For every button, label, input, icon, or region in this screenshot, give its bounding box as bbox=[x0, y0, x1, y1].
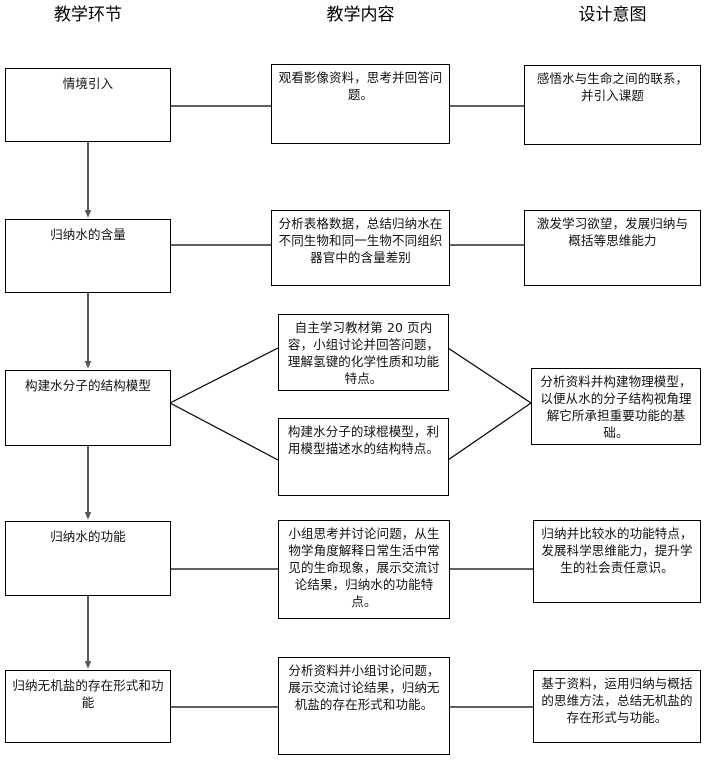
content-box-4-label: 构建水分子的球棍模型，利用模型描述水的结构特点。 bbox=[287, 424, 440, 456]
column-header-stage: 教学环节 bbox=[5, 5, 171, 25]
intent-box-4[interactable]: 归纳并比较水的功能特点，发展科学思维能力，提升学生的社会责任意识。 bbox=[533, 520, 701, 603]
stage-box-1-label: 情境引入 bbox=[62, 76, 114, 91]
content-box-2-label: 分析表格数据，总结归纳水在不同生物和同一生物不同组织器官中的含量差别 bbox=[278, 216, 443, 265]
intent-box-1-label: 感悟水与生命之间的联系，并引入课题 bbox=[536, 71, 689, 103]
column-header-content: 教学内容 bbox=[271, 5, 450, 25]
content-box-6[interactable]: 分析资料并小组讨论问题，展示交流讨论结果，归纳无机盐的存在形式和功能。 bbox=[278, 657, 450, 755]
intent-box-2-label: 激发学习欲望，发展归纳与概括等思维能力 bbox=[536, 216, 689, 248]
content-box-6-label: 分析资料并小组讨论问题，展示交流讨论结果，归纳无机盐的存在形式和功能。 bbox=[288, 663, 440, 712]
intent-box-1[interactable]: 感悟水与生命之间的联系，并引入课题 bbox=[524, 65, 701, 145]
link-content3-intent3-upper bbox=[447, 347, 532, 404]
stage-box-1[interactable]: 情境引入 bbox=[5, 68, 171, 142]
stage-box-2-label: 归纳水的含量 bbox=[50, 227, 126, 242]
intent-box-2[interactable]: 激发学习欲望，发展归纳与概括等思维能力 bbox=[524, 210, 701, 286]
content-box-1-label: 观看影像资料，思考并回答问题。 bbox=[278, 70, 443, 102]
content-box-2[interactable]: 分析表格数据，总结归纳水在不同生物和同一生物不同组织器官中的含量差别 bbox=[271, 210, 450, 286]
column-header-stage-label: 教学环节 bbox=[54, 5, 122, 25]
column-header-content-label: 教学内容 bbox=[326, 5, 395, 25]
stage-box-3[interactable]: 构建水分子的结构模型 bbox=[5, 370, 171, 446]
stage-box-4-label: 归纳水的功能 bbox=[50, 529, 126, 544]
stage-box-5[interactable]: 归纳无机盐的存在形式和功能 bbox=[5, 670, 171, 743]
column-header-intent: 设计意图 bbox=[524, 5, 701, 25]
stage-box-5-label: 归纳无机盐的存在形式和功能 bbox=[12, 678, 164, 710]
link-stage3-content3-upper bbox=[169, 347, 279, 404]
content-box-3[interactable]: 自主学习教材第 20 页内容，小组讨论并回答问题，理解氢键的化学性质和功能特点。 bbox=[278, 314, 449, 391]
stage-box-3-label: 构建水分子的结构模型 bbox=[24, 378, 151, 393]
content-box-4[interactable]: 构建水分子的球棍模型，利用模型描述水的结构特点。 bbox=[278, 418, 449, 496]
content-box-3-label: 自主学习教材第 20 页内容，小组讨论并回答问题，理解氢键的化学性质和功能特点。 bbox=[287, 320, 440, 386]
intent-box-4-label: 归纳并比较水的功能特点，发展科学思维能力，提升学生的社会责任意识。 bbox=[541, 526, 693, 575]
content-box-5[interactable]: 小组思考并讨论问题，从生物学角度解释日常生活中常见的生命现象，展示交流讨论结果，… bbox=[278, 520, 450, 619]
content-box-1[interactable]: 观看影像资料，思考并回答问题。 bbox=[271, 64, 450, 144]
link-content4-intent3-lower bbox=[447, 402, 532, 461]
intent-box-3-label: 分析资料并构建物理模型，以便从水的分子结构视角理解它所承担重要功能的基础。 bbox=[540, 374, 692, 440]
link-stage3-content4-lower bbox=[169, 402, 279, 461]
content-box-5-label: 小组思考并讨论问题，从生物学角度解释日常生活中常见的生命现象，展示交流讨论结果，… bbox=[288, 526, 440, 609]
stage-box-2[interactable]: 归纳水的含量 bbox=[5, 219, 171, 293]
intent-box-5-label: 基于资料，运用归纳与概括的思维方法，总结无机盐的存在形式与功能。 bbox=[541, 676, 693, 725]
intent-box-3[interactable]: 分析资料并构建物理模型，以便从水的分子结构视角理解它所承担重要功能的基础。 bbox=[531, 368, 701, 445]
stage-box-4[interactable]: 归纳水的功能 bbox=[5, 521, 171, 596]
column-header-intent-label: 设计意图 bbox=[578, 5, 647, 25]
intent-box-5[interactable]: 基于资料，运用归纳与概括的思维方法，总结无机盐的存在形式与功能。 bbox=[533, 670, 701, 743]
